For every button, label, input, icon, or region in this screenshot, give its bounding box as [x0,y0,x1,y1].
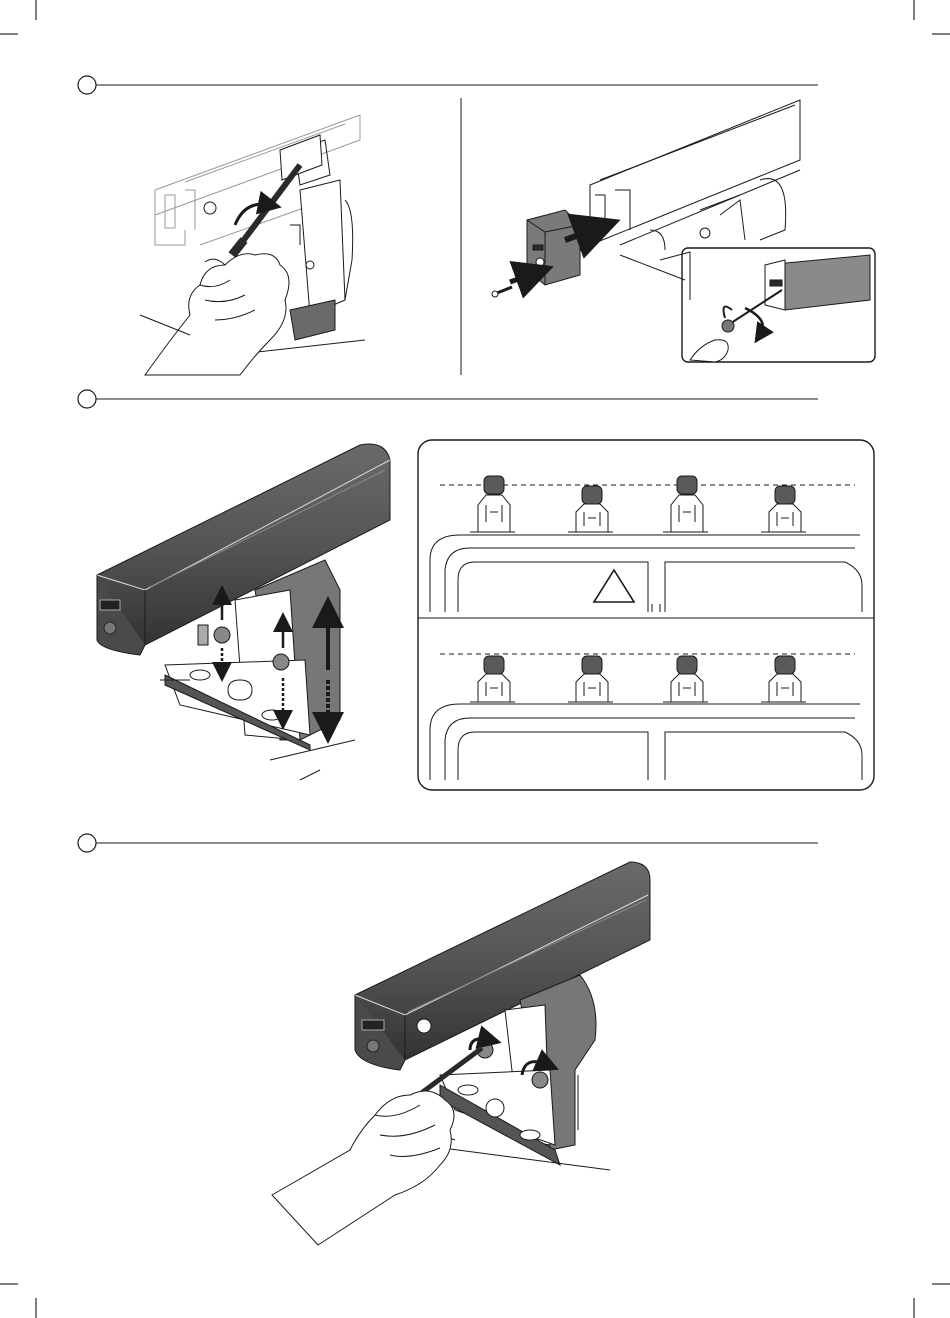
step-header-3 [78,834,818,852]
panel-height-adjust [97,444,390,780]
hand [145,254,289,375]
push-arrow-icon [510,273,535,282]
step-number-circle [78,834,96,852]
roof-bar [590,100,800,250]
step-header-2 [78,390,818,408]
inset-detail-box [682,248,875,362]
step-number-circle [78,390,96,408]
roof-bar-dark [355,862,650,1070]
panel-insert-cap [492,100,875,362]
step-number-circle [78,76,96,94]
hand [272,1091,454,1245]
panel-alignment [418,440,874,790]
step-header-1 [78,76,818,94]
panel-remove-cap [140,115,365,375]
panel-tighten [272,862,650,1245]
